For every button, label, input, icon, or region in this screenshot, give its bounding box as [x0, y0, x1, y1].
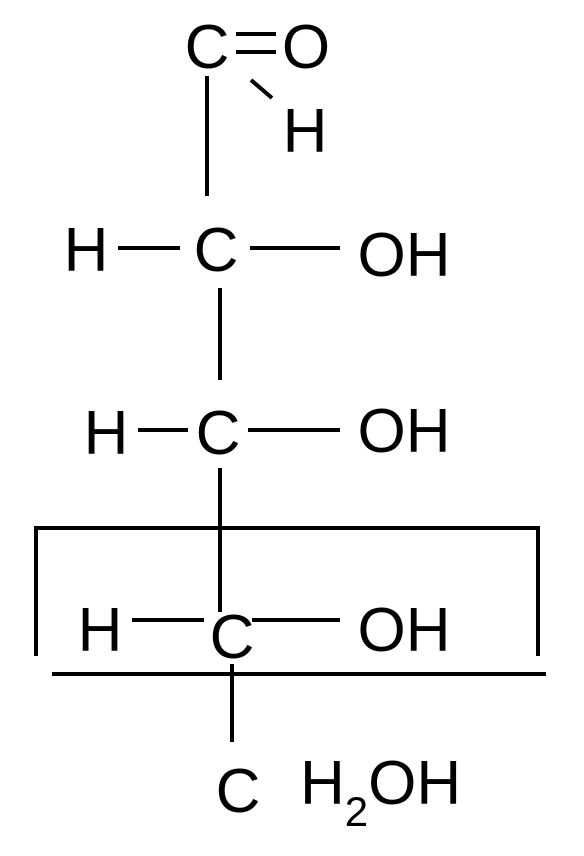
atom-c-row1: C: [194, 216, 239, 285]
atom-o-aldehyde: O: [282, 13, 330, 82]
atom-c1: C: [185, 13, 230, 82]
atom-h-aldehyde: H: [283, 97, 328, 166]
atom-c-row3: C: [210, 603, 255, 672]
atom-oh-row2: OH: [358, 397, 451, 466]
atom-oh-row3: OH: [358, 596, 451, 665]
bracket-frame: [34, 526, 540, 656]
atom-h-row2: H: [84, 399, 129, 468]
tail-h: H: [300, 749, 345, 818]
atom-h-row1: H: [64, 216, 109, 285]
atom-c-row2: C: [196, 399, 241, 468]
atom-h-row3: H: [78, 596, 123, 665]
bond-c1-h: [249, 78, 274, 100]
atom-c-tail: C: [216, 757, 261, 826]
atom-oh-row1: OH: [358, 221, 451, 290]
tail-oh: OH: [368, 749, 461, 818]
tail-subscript: 2: [345, 788, 368, 835]
tail-h2oh: H2OH: [300, 749, 461, 835]
